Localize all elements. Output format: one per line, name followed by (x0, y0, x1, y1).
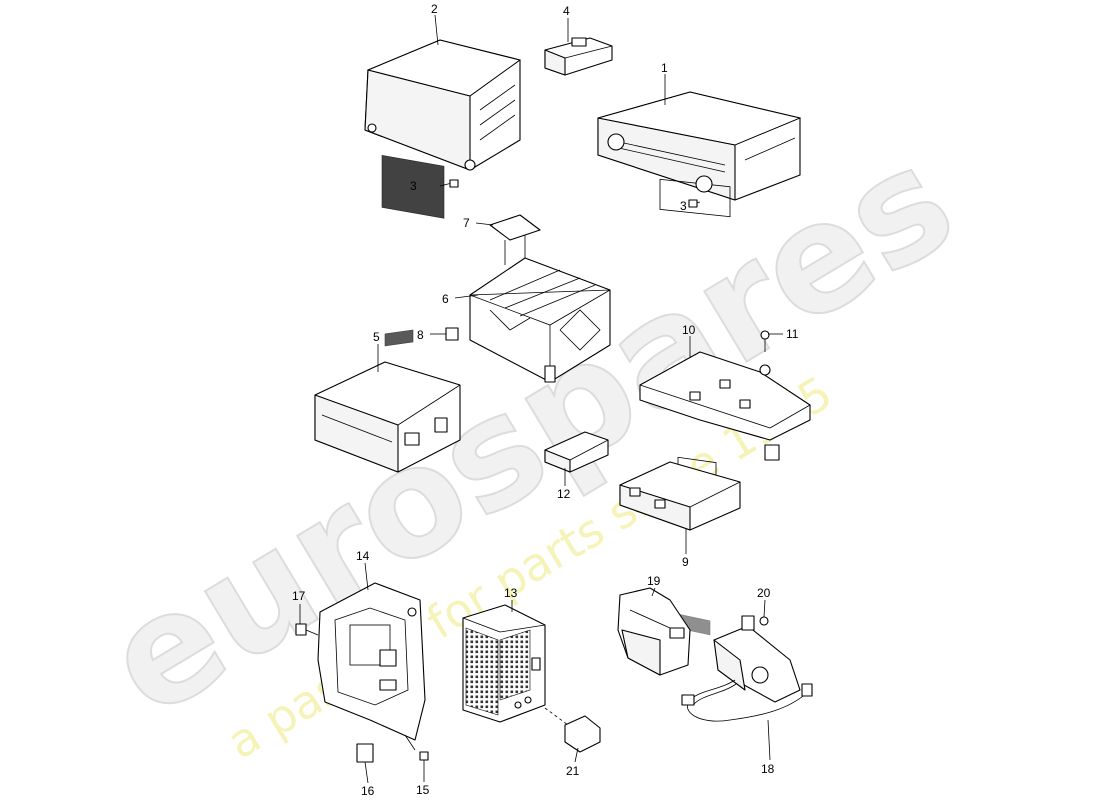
callout-20: 20 (757, 586, 771, 600)
part-screw-20[interactable] (759, 616, 769, 626)
part-cover[interactable] (617, 587, 691, 676)
callout-2: 2 (431, 2, 438, 16)
callout-14: 14 (356, 549, 370, 563)
part-cd-changer[interactable] (314, 329, 461, 473)
part-screw-15[interactable] (419, 751, 429, 772)
callout-16: 16 (361, 784, 375, 798)
part-actuator-cable[interactable] (681, 615, 813, 722)
callout-3-upper: 3 (410, 179, 417, 193)
leader-lines (299, 14, 783, 784)
callout-17: 17 (292, 589, 306, 603)
callout-15: 15 (416, 783, 430, 797)
part-clip-16[interactable] (356, 743, 374, 763)
part-clip[interactable] (445, 327, 459, 341)
part-mounting-frame[interactable] (469, 257, 611, 383)
callout-9: 9 (682, 555, 689, 569)
callout-10: 10 (682, 323, 696, 337)
part-bracket-top[interactable] (489, 214, 541, 265)
callout-12: 12 (557, 487, 571, 501)
callout-19: 19 (647, 574, 661, 588)
callout-13: 13 (504, 586, 518, 600)
part-small-module[interactable] (544, 37, 613, 76)
part-screw-upper[interactable] (439, 179, 459, 188)
callout-labels: 1 2 3 3 4 5 6 7 8 9 10 11 12 13 14 15 16… (292, 2, 799, 798)
part-navigation-unit[interactable] (364, 39, 521, 219)
callout-5: 5 (373, 330, 380, 344)
callout-21: 21 (566, 764, 580, 778)
part-screw-lower[interactable] (688, 199, 701, 208)
callout-3-lower: 3 (680, 199, 687, 213)
part-control-unit-small[interactable] (544, 431, 609, 473)
part-radio-head-unit[interactable] (597, 91, 802, 218)
part-screw-11[interactable] (760, 330, 770, 352)
part-mounting-bracket-large[interactable] (317, 582, 426, 751)
callout-11: 11 (786, 327, 799, 341)
part-amplifier[interactable] (462, 604, 546, 723)
callout-1: 1 (661, 61, 668, 75)
callout-6: 6 (442, 292, 449, 306)
callout-4: 4 (563, 4, 570, 18)
callout-18: 18 (761, 762, 775, 776)
part-connector[interactable] (544, 707, 601, 753)
part-bracket-plate[interactable] (639, 351, 811, 482)
part-nut[interactable] (295, 623, 319, 636)
callout-7: 7 (463, 216, 470, 230)
callout-8: 8 (417, 328, 424, 342)
